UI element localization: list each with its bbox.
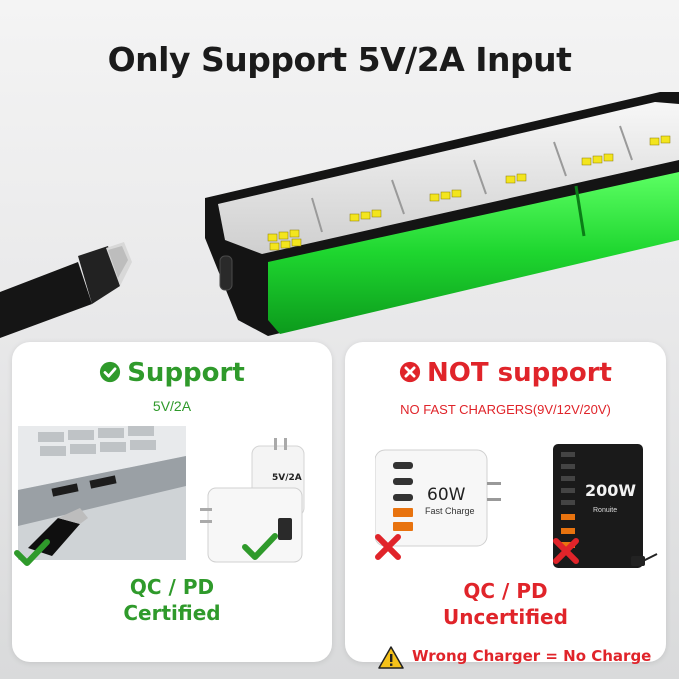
- product-hero-image: [0, 92, 679, 338]
- not-support-heading-text: NOT support: [427, 358, 612, 388]
- support-spec: 5V/2A: [152, 398, 192, 414]
- x-mark-icon: [375, 534, 401, 560]
- warning-banner: Wrong Charger = No Charge: [378, 646, 668, 670]
- adapter-label: 5V/2A: [272, 473, 302, 483]
- 200w-charger-image: 200W Ronuite: [553, 444, 658, 568]
- support-certification: QC / PD Certified: [12, 574, 332, 626]
- support-panel: Support 5V/2A 5V/2A QC / PD Certified: [12, 342, 332, 662]
- fast-charge-label: Fast Charge: [425, 506, 475, 516]
- led-bar-tray: [218, 102, 679, 254]
- support-cert-line1: QC / PD: [129, 575, 215, 599]
- 60w-charger-image: 60W Fast Charge: [375, 449, 501, 547]
- not-support-cert-line2: Uncertified: [443, 605, 568, 629]
- warning-text: Wrong Charger = No Charge: [412, 647, 652, 665]
- 200w-label: 200W: [585, 481, 636, 500]
- not-support-note: NO FAST CHARGERS(9V/12V/20V): [400, 402, 611, 417]
- warning-triangle-icon: [378, 646, 404, 669]
- support-heading: Support: [12, 358, 332, 388]
- not-support-heading: NOT support: [345, 358, 666, 388]
- 60w-label: 60W: [427, 485, 466, 505]
- support-cert-line2: Certified: [123, 601, 221, 625]
- support-heading-text: Support: [127, 358, 245, 388]
- led-bar-green-strip: [268, 172, 679, 334]
- usb-c-cable: [0, 242, 132, 338]
- not-support-panel: NOT support NO FAST CHARGERS(9V/12V/20V)…: [345, 342, 666, 662]
- check-mark-icon: [242, 533, 278, 560]
- 5v-2a-adapter-image: 5V/2A: [200, 438, 305, 563]
- usb-c-port: [219, 255, 233, 291]
- led-chips: [267, 135, 671, 251]
- not-support-certification: QC / PD Uncertified: [345, 578, 666, 630]
- page-title: Only Support 5V/2A Input: [107, 40, 572, 79]
- charger-brand-label: Ronuite: [593, 507, 617, 514]
- check-mark-icon: [14, 539, 50, 566]
- not-support-cert-line1: QC / PD: [463, 579, 548, 603]
- x-mark-icon: [553, 538, 579, 564]
- laptop-usb-image: [18, 426, 186, 560]
- check-circle-icon: [100, 361, 121, 383]
- x-circle-icon: [399, 361, 421, 383]
